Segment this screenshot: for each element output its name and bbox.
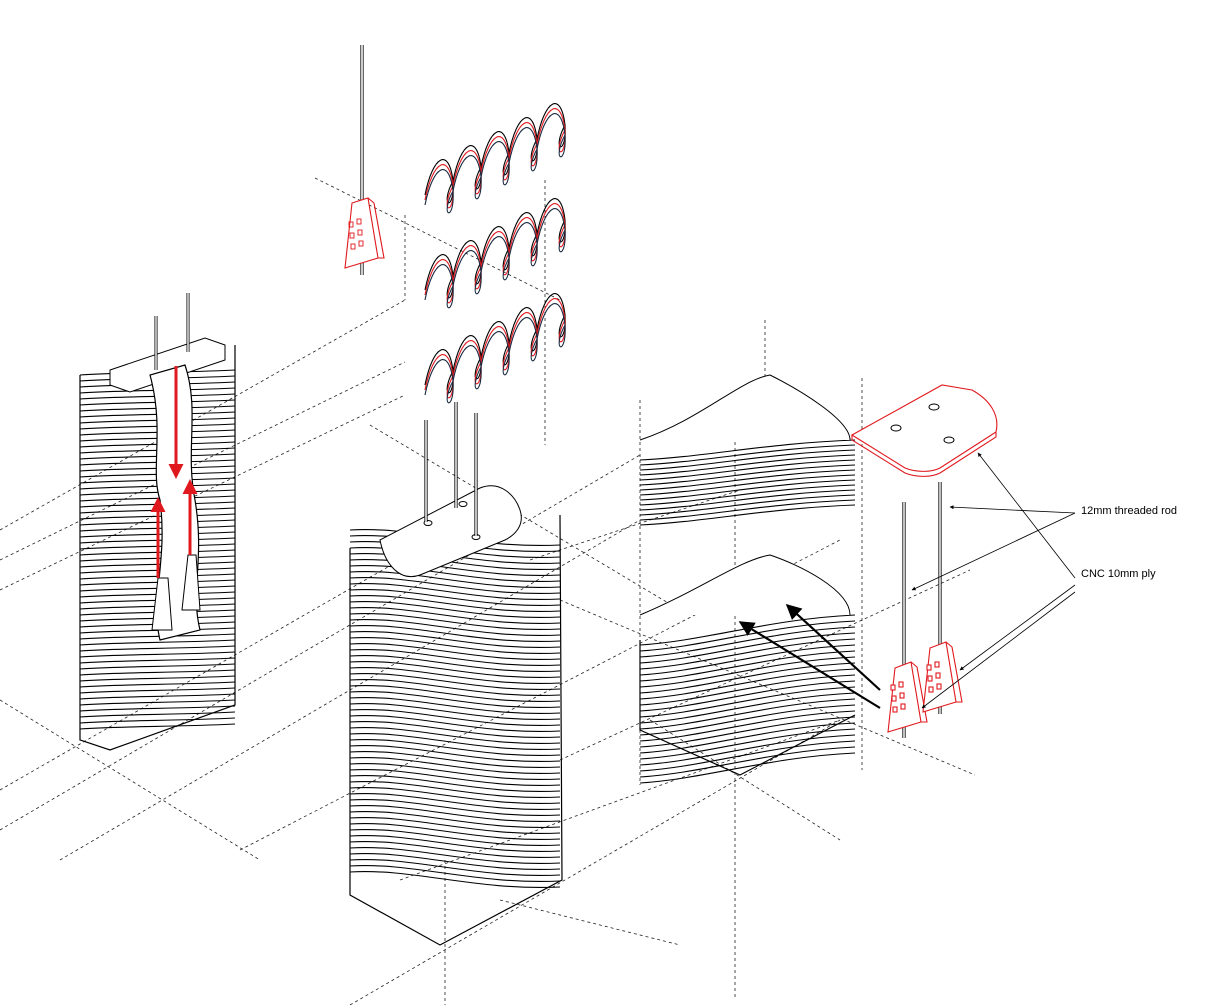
- exploded-rod-bracket: [344, 45, 385, 275]
- column-top-cap: [109, 337, 226, 393]
- bracket-clamp-right-1: [887, 661, 928, 733]
- left-bracket-2: [181, 554, 201, 611]
- center-layered-stack: [349, 514, 563, 946]
- annotation-threaded-rod: 12mm threaded rod: [1081, 505, 1177, 517]
- assembly-arrow-2: [738, 621, 881, 709]
- ply-cap-plate: [850, 384, 998, 472]
- upper-module-stack: [639, 374, 856, 526]
- column-section-view: [79, 293, 236, 751]
- lower-module-stack: [639, 554, 856, 784]
- assembly-arrow-1: [785, 603, 881, 691]
- left-bracket-1: [151, 577, 173, 631]
- exploded-slice-layers: [424, 103, 566, 404]
- bracket-clamp-right-2: [922, 641, 963, 713]
- center-cap-plate: [379, 485, 522, 577]
- right-exploded-modules: [639, 374, 998, 784]
- assembled-column: [349, 402, 563, 946]
- annotation-cnc-ply: CNC 10mm ply: [1081, 568, 1156, 580]
- annotation-leaders: [911, 452, 1076, 709]
